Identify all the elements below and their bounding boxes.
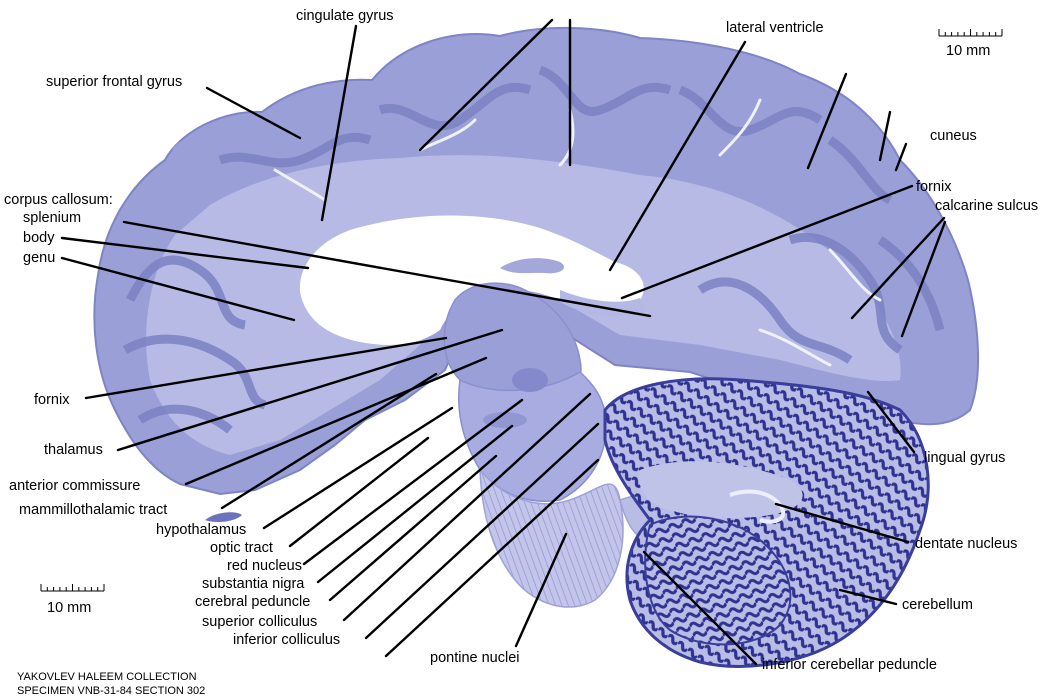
- cerebellum: [603, 377, 930, 668]
- leader-genu: [60, 256, 296, 322]
- credit-line-2: SPECIMEN VNB-31-84 SECTION 302: [17, 685, 205, 697]
- label-body: body: [23, 230, 55, 246]
- label-calcarine-sulcus: calcarine sulcus: [935, 198, 1038, 214]
- leader-lines: [60, 18, 947, 666]
- leader-upper-right-2: [878, 110, 892, 162]
- leader-upper-right-1: [806, 72, 848, 170]
- pons-region: [479, 467, 624, 608]
- leader-cerebellum: [838, 588, 898, 606]
- leader-splenium: [122, 220, 652, 318]
- tissue-fragment-left: [172, 138, 210, 161]
- leader-hypothalamus: [262, 406, 454, 530]
- scale-bar-top-ruler: [938, 29, 1003, 37]
- label-superior-frontal-gyrus: superior frontal gyrus: [46, 74, 182, 90]
- specimen-credit: YAKOVLEV HALEEM COLLECTION SPECIMEN VNB-…: [17, 671, 205, 697]
- label-lingual-gyrus: lingual gyrus: [924, 450, 1005, 466]
- label-fornix-lower: fornix: [34, 392, 70, 408]
- label-cerebral-peduncle: cerebral peduncle: [195, 594, 310, 610]
- leader-extra-lower: [384, 458, 600, 658]
- cerebellum-white-core: [639, 461, 803, 519]
- credit-line-1: YAKOVLEV HALEEM COLLECTION: [17, 671, 197, 683]
- leader-calcarine-2: [900, 220, 947, 338]
- leader-pontine-nuclei: [514, 532, 568, 648]
- label-red-nucleus: red nucleus: [227, 558, 302, 574]
- leader-top-1: [418, 18, 554, 152]
- label-splenium: splenium: [23, 210, 81, 226]
- label-mammillothalamic-tract: mammillothalamic tract: [19, 502, 167, 518]
- leader-cuneus: [894, 142, 908, 172]
- label-pontine-nuclei: pontine nuclei: [430, 650, 520, 666]
- cerebrum-white-matter: [146, 155, 901, 455]
- leader-superior-colliculus: [342, 392, 592, 622]
- substantia-nigra-spot: [483, 412, 527, 428]
- cortical-folds: [122, 65, 945, 434]
- label-substantia-nigra: substantia nigra: [202, 576, 305, 592]
- labels: cingulate gyrus superior frontal gyrus c…: [4, 8, 1038, 673]
- leader-lateral-ventricle: [608, 40, 747, 272]
- lateral-ventricle-cavity: [299, 215, 644, 345]
- leader-lingual-gyrus: [866, 390, 916, 454]
- label-hypothalamus: hypothalamus: [156, 522, 246, 538]
- label-cuneus: cuneus: [930, 128, 977, 144]
- scale-bar-bottom: 10 mm: [40, 584, 105, 616]
- label-optic-tract: optic tract: [210, 540, 273, 556]
- label-dentate-nucleus: dentate nucleus: [915, 536, 1017, 552]
- leader-inferior-colliculus: [364, 422, 600, 640]
- leader-red-nucleus: [302, 398, 524, 566]
- label-genu: genu: [23, 250, 55, 266]
- leader-cingulate-gyrus: [320, 24, 358, 222]
- label-thalamus: thalamus: [44, 442, 103, 458]
- label-lateral-ventricle: lateral ventricle: [726, 20, 824, 36]
- leader-cerebral-peduncle: [328, 454, 498, 602]
- leader-anterior-commissure: [184, 356, 488, 486]
- cerebellum-lower-lobe: [644, 515, 792, 646]
- scale-bar-bottom-ruler: [40, 584, 105, 592]
- leader-body: [60, 236, 310, 270]
- scale-bar-top: 10 mm: [938, 29, 1003, 59]
- leader-dentate-nucleus: [774, 502, 910, 544]
- choroid-plexus: [500, 258, 565, 274]
- leader-fornix-lower: [84, 336, 448, 400]
- label-inferior-cerebellar-peduncle: inferior cerebellar peduncle: [762, 657, 937, 673]
- label-inferior-colliculus: inferior colliculus: [233, 632, 340, 648]
- leader-superior-frontal-gyrus: [205, 86, 302, 140]
- label-anterior-commissure: anterior commissure: [9, 478, 140, 494]
- leader-thalamus: [116, 328, 504, 452]
- label-fornix-upper: fornix: [916, 179, 952, 195]
- scale-bar-bottom-label: 10 mm: [47, 600, 91, 616]
- leader-inferior-cerebellar-peduncle: [642, 550, 758, 666]
- tissue-fragment-bottom: [205, 512, 242, 523]
- leader-mammillothalamic-tract: [220, 372, 438, 510]
- label-cingulate-gyrus: cingulate gyrus: [296, 8, 394, 24]
- red-nucleus-spot: [512, 368, 548, 392]
- leader-substantia-nigra: [316, 424, 514, 584]
- scale-bar-top-label: 10 mm: [946, 43, 990, 59]
- label-cerebellum: cerebellum: [902, 597, 973, 613]
- label-superior-colliculus: superior colliculus: [202, 614, 317, 630]
- fornix-band: [560, 290, 645, 317]
- label-corpus-callosum: corpus callosum:: [4, 192, 113, 208]
- leader-calcarine-1: [850, 216, 946, 320]
- leader-fornix-upper: [620, 184, 914, 300]
- leader-optic-tract: [288, 436, 430, 548]
- midbrain-region: [457, 371, 607, 502]
